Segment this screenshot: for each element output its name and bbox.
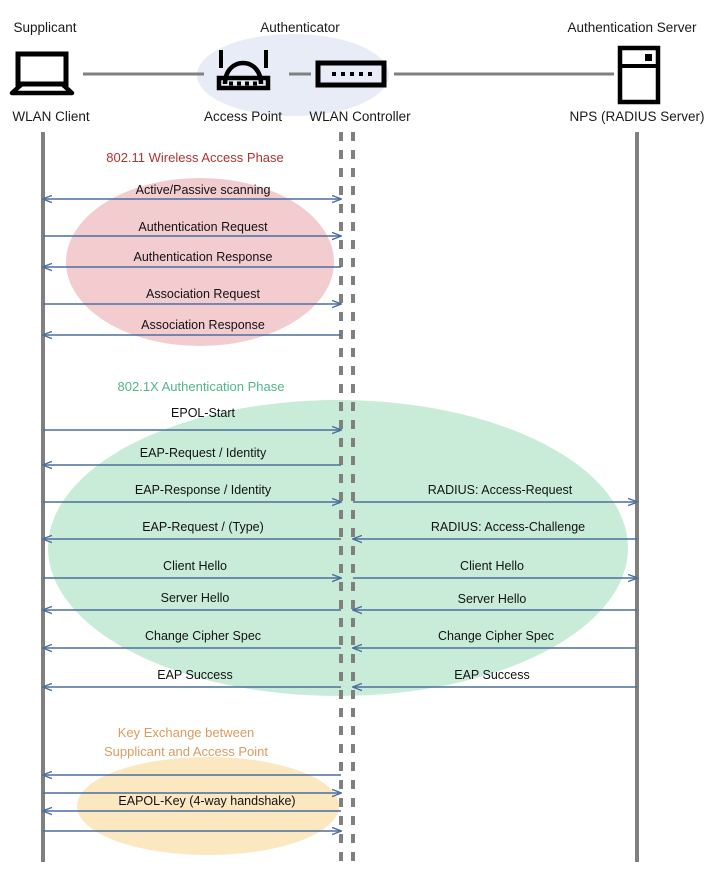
phase-80211-arrows [43,199,341,335]
message-label-server-hello-right: Server Hello [457,592,527,606]
network-switch-icon [315,60,387,88]
phase-title-key-exchange-line1: Key Exchange between [117,725,255,740]
phase-title-key-exchange-line2: Supplicant and Access Point [103,744,269,759]
message-label-authentication-request: Authentication Request [138,220,268,234]
message-label-change-cipher-spec-right: Change Cipher Spec [437,629,555,643]
message-label-change-cipher-spec-left: Change Cipher Spec [144,629,262,643]
message-label-eap-success-left: EAP Success [157,668,233,682]
message-label-eap-request-identity: EAP-Request / Identity [139,446,267,460]
message-label-eap-request-type: EAP-Request / (Type) [142,520,264,534]
message-label-client-hello-right: Client Hello [460,559,524,573]
actor-device-wlan-controller: WLAN Controller [309,109,411,124]
message-label-radius-access-request: RADIUS: Access-Request [427,483,573,497]
message-label-active-passive-scanning: Active/Passive scanning [135,183,271,197]
message-label-authentication-response: Authentication Response [133,250,273,264]
actor-role-auth-server: Authentication Server [567,20,697,35]
phase-title-8021x: 802.1X Authentication Phase [117,379,285,394]
message-label-radius-access-challenge: RADIUS: Access-Challenge [430,520,586,534]
laptop-icon [9,51,75,96]
message-label-association-response: Association Response [141,318,265,332]
message-label-eapol-key: EAPOL-Key (4-way handshake) [118,794,296,808]
phase-title-80211: 802.11 Wireless Access Phase [106,150,284,165]
actor-role-authenticator: Authenticator [260,20,340,35]
phase-8021x-ellipse [48,400,628,696]
phase-key-exchange-arrows [43,775,341,831]
message-label-server-hello-left: Server Hello [160,591,230,605]
message-label-eap-response-identity: EAP-Response / Identity [134,483,272,497]
message-label-epol-start: EPOL-Start [171,406,235,420]
message-label-client-hello-left: Client Hello [163,559,227,573]
phase-8021x-arrows [43,430,637,687]
actor-device-wlan-client: WLAN Client [12,109,90,124]
message-label-association-request: Association Request [146,287,260,301]
actor-role-supplicant: Supplicant [13,20,77,35]
actor-device-nps-radius-server: NPS (RADIUS Server) [569,109,705,124]
actor-device-access-point: Access Point [203,109,283,124]
message-label-eap-success-right: EAP Success [454,668,530,682]
wireless-router-icon [216,50,271,91]
server-rack-icon [617,45,661,105]
